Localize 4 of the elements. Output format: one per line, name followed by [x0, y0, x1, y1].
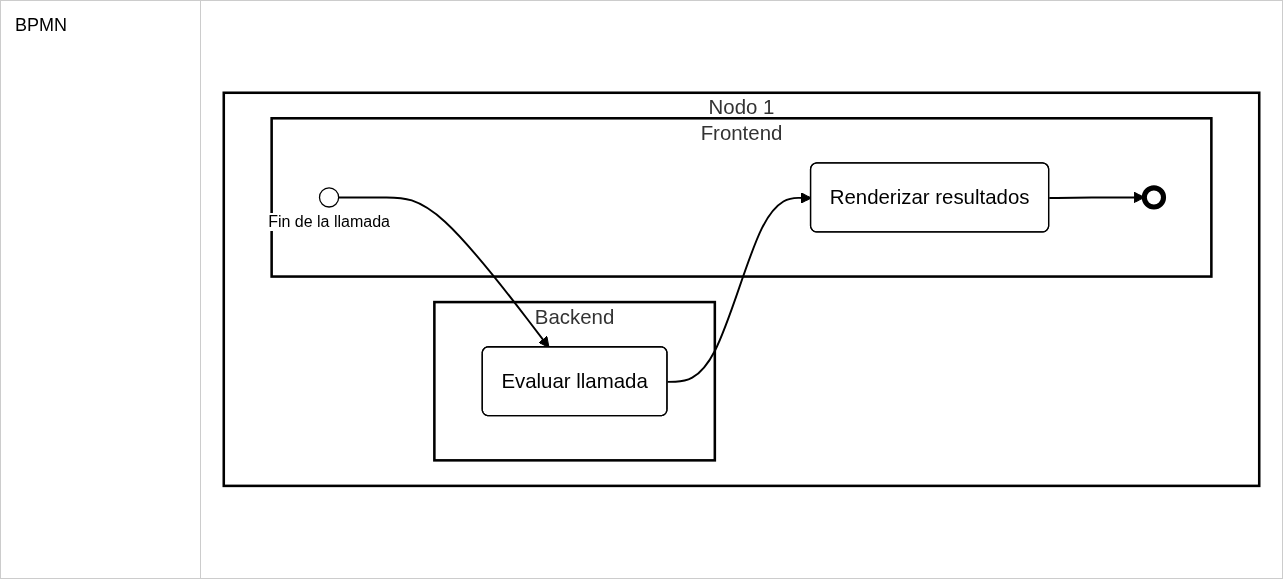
event-caption: Fin de la llamada: [268, 213, 390, 232]
node-circle: [1141, 185, 1167, 210]
node-circle: [318, 187, 340, 208]
row-heading: BPMN: [15, 15, 68, 36]
